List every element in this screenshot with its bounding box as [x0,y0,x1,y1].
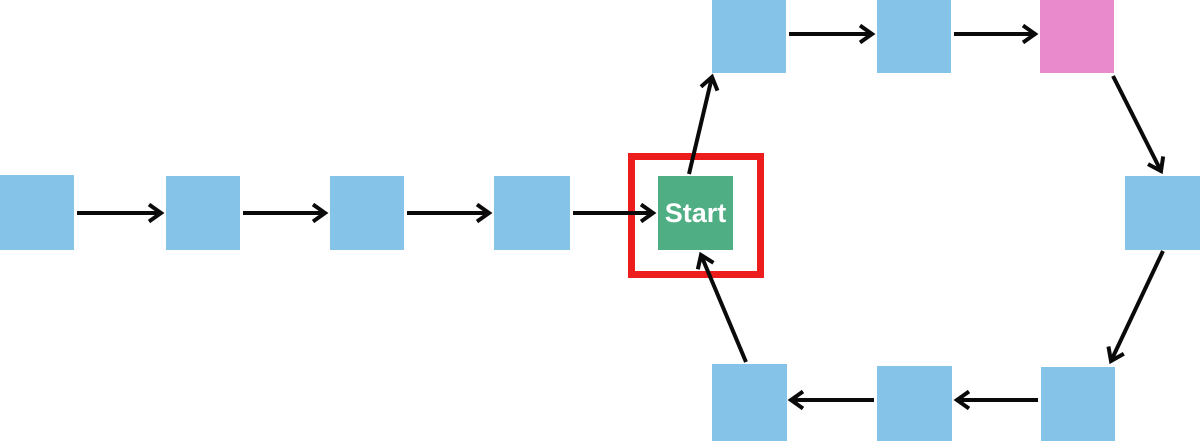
cycle-right [1125,176,1200,250]
arrow-edge-start-top1 [687,73,720,175]
cycle-top-pink [1040,0,1114,73]
start-node-highlight-box [628,153,764,278]
cycle-bottom-mid [877,366,952,441]
node-3 [330,176,404,250]
arrow-edge-right-bottomright [1106,250,1165,365]
node-4 [494,176,570,250]
node-start-label: Start [665,198,727,228]
cycle-top-1 [712,0,786,73]
arrow-edge-pink-right [1111,75,1166,175]
node-start [658,176,733,250]
cycle-top-2 [877,0,951,73]
node-2 [166,176,240,250]
cycle-bottom-right [1041,367,1115,441]
cycle-bottom-left [712,364,787,441]
arrow-edge-bottomleft-start [695,251,748,363]
node-1 [0,175,74,250]
